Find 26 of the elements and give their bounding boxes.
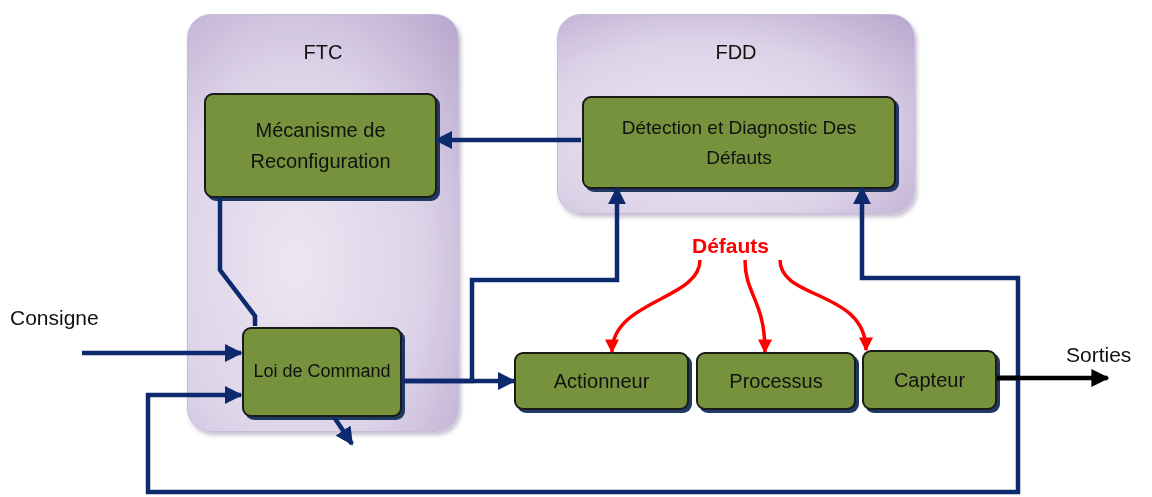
- process-block: [862, 350, 997, 410]
- signal-label: Consigne: [10, 306, 99, 330]
- block-text: Processus: [729, 368, 823, 394]
- block-text: Capteur: [893, 367, 966, 393]
- block-text: Loi de Command: [253, 360, 391, 384]
- process-block: [696, 352, 856, 410]
- fault-label: Défauts: [692, 234, 770, 258]
- process-block: [582, 96, 896, 189]
- arrow: [401, 186, 626, 384]
- signal-label: Sorties: [1066, 343, 1132, 367]
- panel-title: FTC: [302, 41, 344, 64]
- fault-arrow: [606, 259, 702, 354]
- block-text: Actionneur: [553, 368, 650, 394]
- fault-arrow: [743, 259, 772, 354]
- block-text: Mécanisme de Reconfiguration: [249, 117, 392, 174]
- group-panel: [557, 14, 915, 214]
- panel-title: FDD: [714, 41, 758, 64]
- arrow: [82, 344, 243, 362]
- arrow: [434, 131, 581, 149]
- arrow: [997, 369, 1110, 387]
- group-panel: [187, 14, 459, 432]
- process-block: [204, 93, 437, 198]
- block-text: Détection et Diagnostic Des Défauts: [620, 116, 858, 170]
- fault-arrow: [778, 259, 872, 352]
- process-block: [514, 352, 689, 410]
- process-block: [242, 327, 402, 417]
